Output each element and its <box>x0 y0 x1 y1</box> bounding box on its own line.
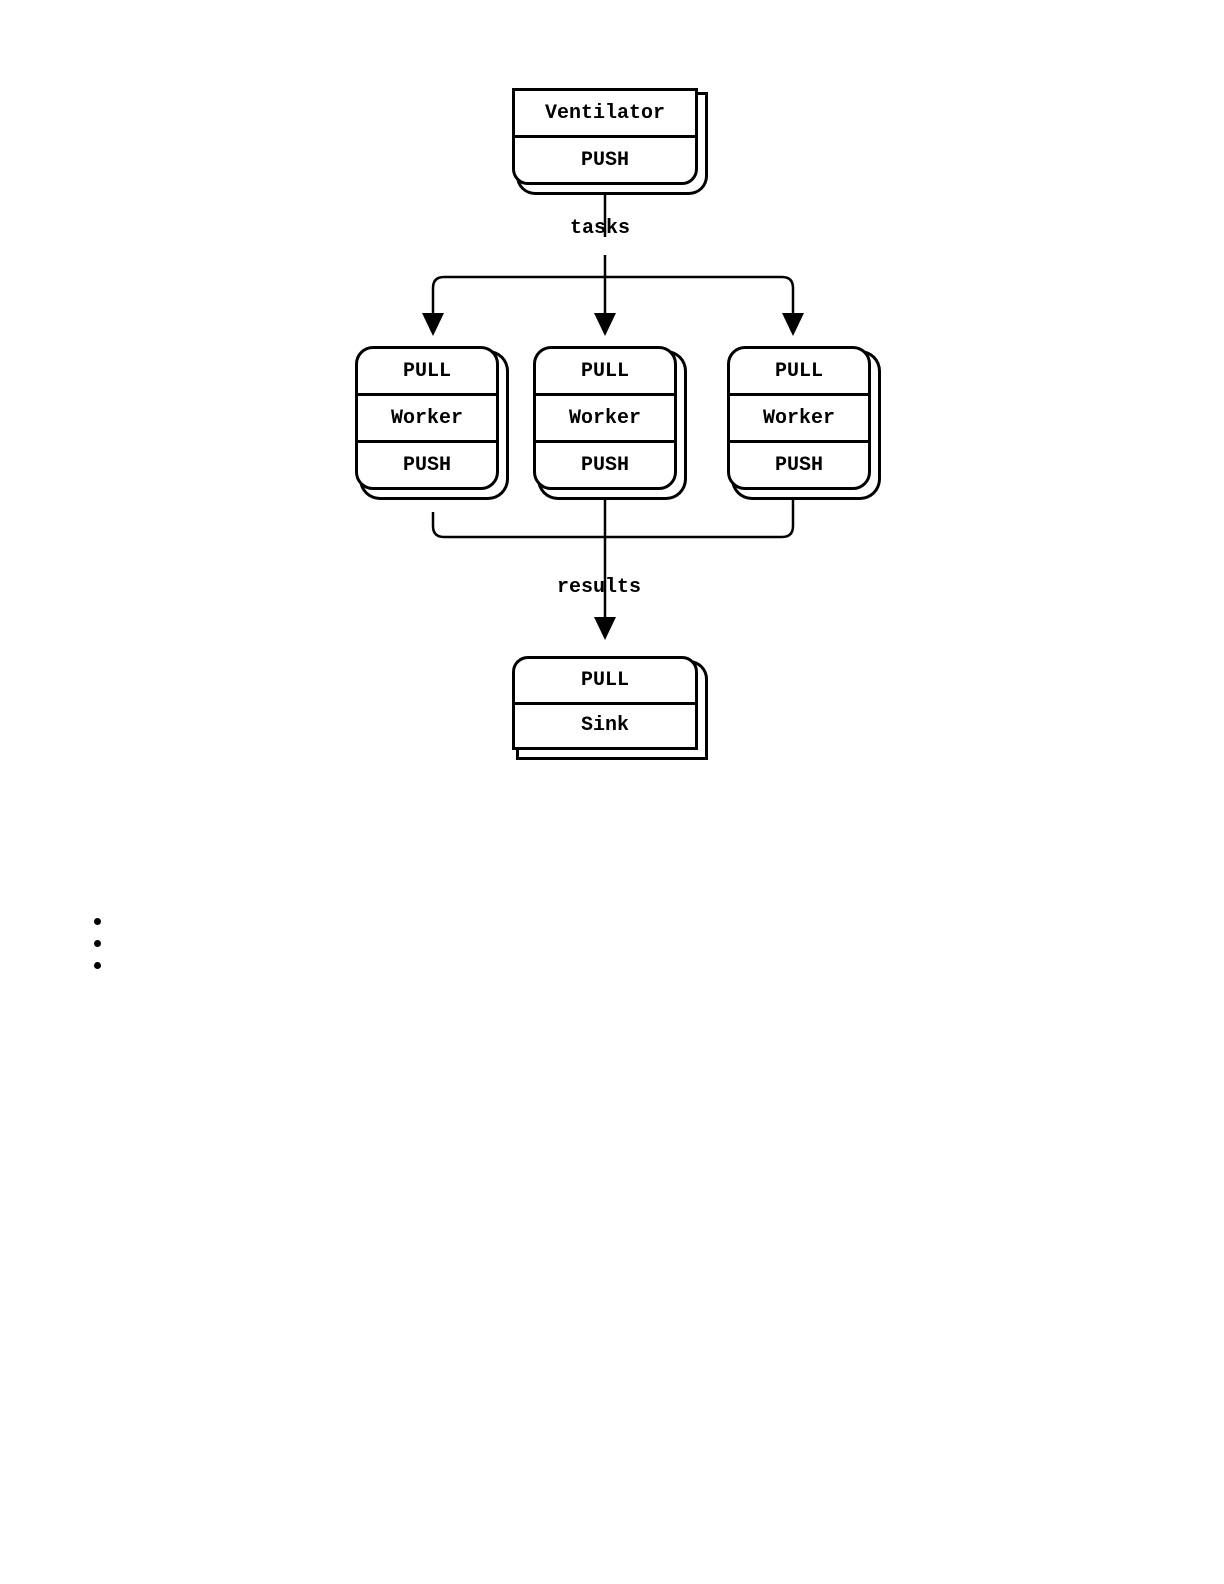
bullet-icon <box>94 918 101 925</box>
worker-1-push-socket: PUSH <box>358 440 496 487</box>
node-worker-3: PULL Worker PUSH <box>727 346 871 490</box>
list-item <box>94 918 115 925</box>
arrowhead-to-sink <box>594 617 616 640</box>
results-edge-label: results <box>556 576 642 599</box>
pipeline-diagram: Ventilator PUSH tasks PULL Worker PUSH P… <box>355 88 871 750</box>
sink-pull-socket: PULL <box>580 668 629 692</box>
bullet-icon <box>94 940 101 947</box>
node-sink: PULL Sink <box>512 656 698 750</box>
arrowhead-to-worker-2 <box>594 313 616 336</box>
worker-2-title: Worker <box>536 393 674 440</box>
list-item <box>94 962 115 969</box>
worker-2-push-socket: PUSH <box>536 440 674 487</box>
connector-layer <box>422 184 804 640</box>
sink-title: Sink <box>515 701 695 748</box>
node-worker-2: PULL Worker PUSH <box>533 346 677 490</box>
arrowhead-to-worker-1 <box>422 313 444 336</box>
worker-3-pull-socket: PULL <box>774 359 823 383</box>
edge-fanout-bar <box>431 275 795 315</box>
worker-3-push-socket: PUSH <box>730 440 868 487</box>
tasks-edge-label: tasks <box>569 217 631 240</box>
ventilator-push-socket: PUSH <box>515 135 695 182</box>
worker-3-title: Worker <box>730 393 868 440</box>
node-ventilator: Ventilator PUSH <box>512 88 698 185</box>
ventilator-title: Ventilator <box>544 101 666 125</box>
edge-fanin-left-stub <box>431 491 795 539</box>
node-worker-1: PULL Worker PUSH <box>355 346 499 490</box>
bullet-list <box>94 918 115 969</box>
worker-1-title: Worker <box>358 393 496 440</box>
worker-1-pull-socket: PULL <box>402 359 451 383</box>
arrowhead-to-worker-3 <box>782 313 804 336</box>
bullet-icon <box>94 962 101 969</box>
list-item <box>94 940 115 947</box>
worker-2-pull-socket: PULL <box>580 359 629 383</box>
